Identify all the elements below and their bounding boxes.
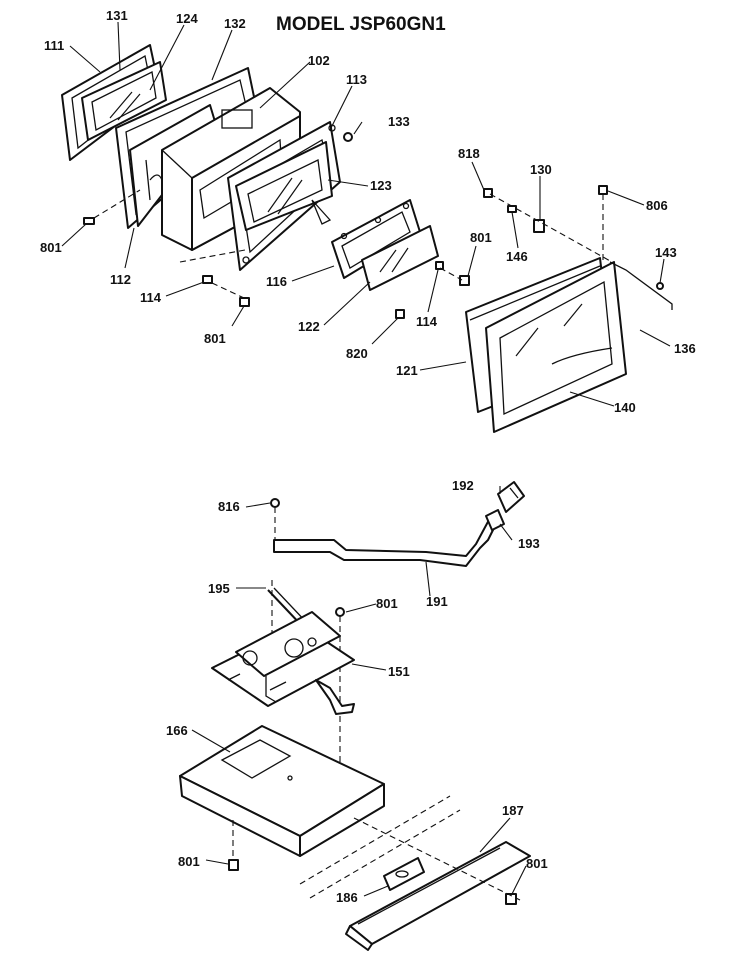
label-116: 116 — [266, 274, 287, 289]
label-111: 111 — [44, 38, 64, 53]
label-121: 121 — [396, 363, 418, 378]
label-801-c: 801 — [470, 230, 492, 245]
part-801-screw-c — [439, 267, 470, 286]
label-195: 195 — [208, 581, 230, 596]
label-132: 132 — [224, 16, 246, 31]
label-151: 151 — [388, 664, 410, 679]
part-122-inner-glass — [361, 225, 439, 291]
label-124: 124 — [176, 11, 198, 26]
label-114-a: 114 — [140, 290, 162, 305]
label-140: 140 — [614, 400, 636, 415]
label-801-d: 801 — [376, 596, 398, 611]
label-801-a: 801 — [40, 240, 62, 255]
label-143: 143 — [655, 245, 677, 260]
label-816: 816 — [218, 499, 240, 514]
part-114-clip-a — [179, 249, 246, 284]
part-140-door-frame — [485, 261, 627, 433]
part-801-screw-b — [211, 282, 250, 307]
label-123: 123 — [370, 178, 392, 193]
label-806: 806 — [646, 198, 668, 213]
part-143-fastener — [656, 282, 664, 290]
part-146-clip — [507, 205, 517, 213]
part-114-clip-b — [435, 261, 444, 270]
label-801-b: 801 — [204, 331, 226, 346]
part-818-screw — [483, 188, 493, 198]
label-818: 818 — [458, 146, 480, 161]
label-131: 131 — [106, 8, 128, 23]
part-151-latch-mechanism — [211, 611, 355, 715]
part-192-handle-knob — [497, 481, 525, 513]
part-806-screw — [598, 185, 608, 262]
label-113: 113 — [346, 72, 367, 87]
part-133-screw — [343, 132, 353, 142]
label-122: 122 — [298, 319, 320, 334]
label-112: 112 — [110, 272, 131, 287]
label-187: 187 — [502, 803, 524, 818]
part-130-bracket — [533, 219, 545, 233]
label-133: 133 — [388, 114, 410, 129]
part-136-gasket — [609, 261, 673, 310]
label-820: 820 — [346, 346, 368, 361]
label-192: 192 — [452, 478, 474, 493]
label-193: 193 — [518, 536, 540, 551]
label-191: 191 — [426, 594, 448, 609]
label-130: 130 — [530, 162, 552, 177]
label-186: 186 — [336, 890, 358, 905]
label-146: 146 — [506, 249, 528, 264]
part-801-screw-a — [83, 189, 141, 225]
part-124-glass-panel — [81, 61, 167, 141]
label-166: 166 — [166, 723, 188, 738]
label-801-e: 801 — [526, 856, 548, 871]
label-102: 102 — [308, 53, 330, 68]
label-801-f: 801 — [178, 854, 200, 869]
part-123-window-glass — [235, 141, 333, 231]
part-193-bushing — [485, 509, 505, 531]
part-801-screw-e — [228, 820, 239, 871]
door-assembly — [61, 21, 369, 327]
model-title: MODEL JSP60GN1 — [276, 14, 446, 35]
part-186-badge — [383, 857, 425, 891]
part-816-screw — [270, 498, 280, 540]
part-801-screw-f — [505, 893, 517, 905]
label-114-b: 114 — [416, 314, 438, 329]
part-166-latch-box — [179, 725, 385, 857]
part-187-kick-plate — [345, 841, 531, 951]
part-191-latch-rod — [273, 517, 499, 567]
label-136: 136 — [674, 341, 696, 356]
part-820-screw — [395, 309, 405, 319]
